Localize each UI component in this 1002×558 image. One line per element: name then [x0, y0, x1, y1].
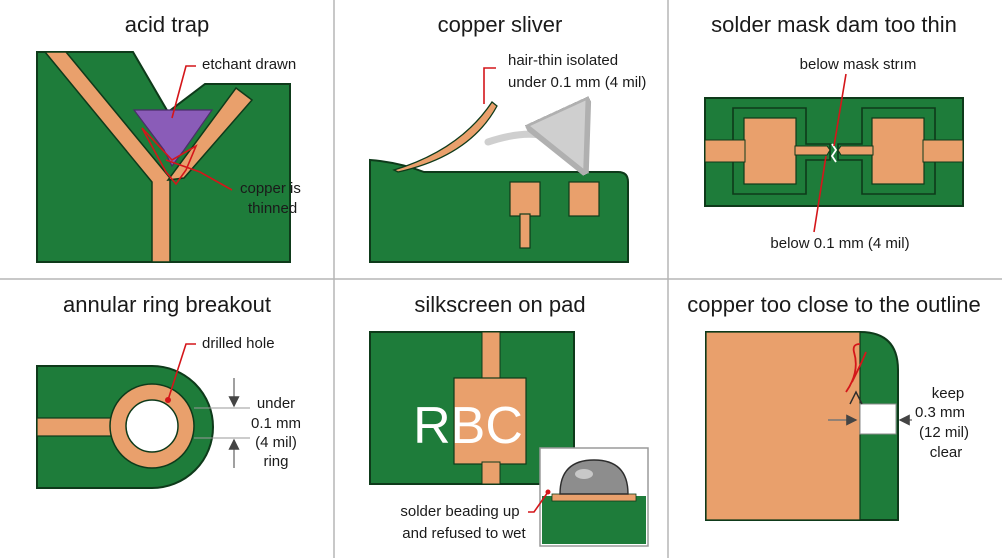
thinned-copper-outline [141, 127, 198, 186]
acid-trap-board [36, 51, 291, 263]
panel-title-solder-mask-dam: solder mask dam too thin [711, 12, 957, 37]
etchant-pool [132, 109, 214, 168]
sliver-board [369, 101, 629, 263]
panel-title-copper-outline: copper too close to the outline [687, 292, 981, 317]
label-sliver-2: under 0.1 mm (4 mil) [508, 74, 646, 91]
solder-bead [559, 459, 629, 495]
label-mask-strip: below mask strım [800, 56, 917, 73]
label-ring-4: ring [263, 453, 288, 470]
silkscreen-marking: RBC [413, 397, 523, 455]
panel-acid-trap: acid trap etchant drawn copper is thinne… [36, 12, 301, 263]
copper-pour [705, 331, 861, 521]
panel-title-acid-trap: acid trap [125, 12, 209, 37]
panel-title-copper-sliver: copper sliver [438, 12, 563, 37]
solder-bead-inset [539, 447, 649, 547]
label-sliver-1: hair-thin isolated [508, 52, 618, 69]
panel-title-annular-ring: annular ring breakout [63, 292, 271, 317]
ring-width-dimension [194, 378, 250, 468]
label-keep-3: (12 mil) [919, 424, 969, 441]
panel-copper-sliver: copper sliver hair-thin isolated under 0… [369, 12, 646, 263]
label-keep-2: 0.3 mm [915, 404, 965, 421]
panel-annular-ring: annular ring breakout under 0.1 mm (4 mi… [36, 292, 301, 489]
panel-title-silkscreen: silkscreen on pad [414, 292, 585, 317]
outline-board [705, 331, 899, 521]
annular-ring-board [36, 365, 214, 489]
label-ring-1: under [257, 395, 295, 412]
panel-copper-outline: copper too close to the outline keep 0.3… [687, 292, 981, 521]
label-keep-4: clear [930, 444, 963, 461]
label-solder-1: solder beading up [400, 503, 519, 520]
label-copper-thinned-2: thinned [248, 200, 297, 217]
label-solder-2: and refused to wet [402, 525, 526, 542]
copper-sliver [392, 101, 498, 173]
thin-mask-dam [830, 143, 838, 163]
label-mask-width: below 0.1 mm (4 mil) [770, 235, 909, 252]
panel-solder-mask-dam: solder mask dam too thin below mask strı… [704, 12, 964, 252]
panel-silkscreen-on-pad: silkscreen on pad RBC solder beading up … [369, 292, 649, 547]
label-copper-thinned-1: copper is [240, 180, 301, 197]
mask-dam-board [704, 97, 964, 207]
label-drilled-hole: drilled hole [202, 335, 275, 352]
sliver-drift-arrow [484, 134, 583, 168]
label-etchant-drawn: etchant drawn [202, 56, 296, 73]
keep-out-gap [859, 403, 897, 435]
label-ring-2: 0.1 mm [251, 415, 301, 432]
drilled-hole [125, 399, 179, 453]
label-ring-3: (4 mil) [255, 434, 297, 451]
label-keep-1: keep [932, 385, 965, 402]
